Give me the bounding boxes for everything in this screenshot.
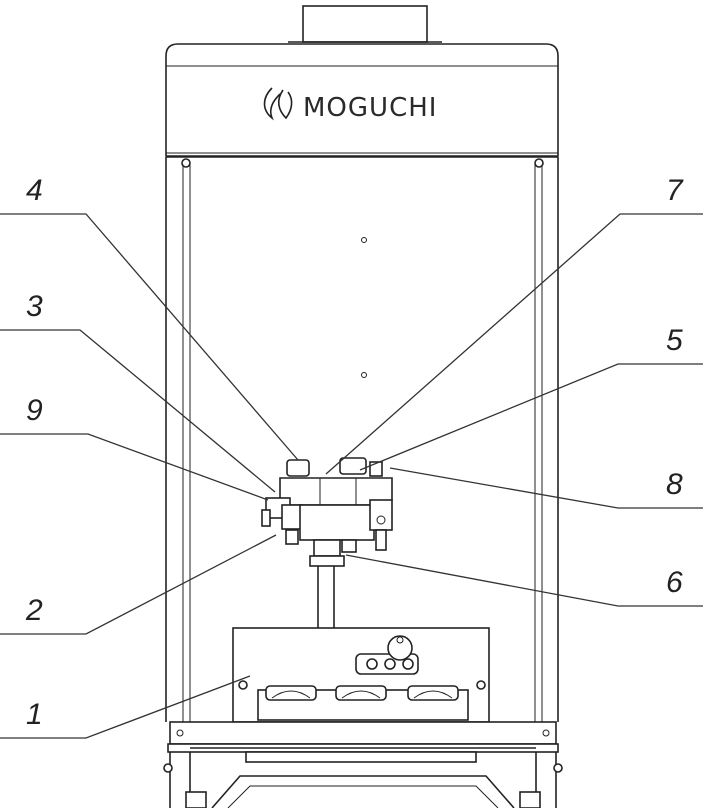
callout-9: 9 (26, 394, 43, 427)
callout-8: 8 (666, 468, 683, 501)
mounting-hole (361, 237, 367, 243)
leader-lines (0, 213, 703, 739)
leader-line-2 (0, 534, 277, 635)
flame-icon (263, 87, 293, 121)
callout-2: 2 (25, 594, 43, 627)
bolt-icon (181, 158, 191, 168)
callout-6: 6 (666, 566, 683, 599)
callout-3: 3 (26, 290, 43, 323)
side-columns (165, 157, 559, 722)
leader-line-9 (0, 433, 269, 501)
leader-line-7 (325, 213, 703, 475)
leader-line-3 (0, 329, 276, 493)
callout-numbers: 4 3 9 2 1 7 5 8 6 (25, 174, 684, 731)
leader-line-8 (389, 467, 703, 509)
leader-line-1 (0, 675, 251, 739)
callout-5: 5 (666, 324, 683, 357)
callout-7: 7 (666, 174, 684, 207)
leader-line-5 (359, 363, 703, 471)
brand-logo-text: MOGUCHI (303, 93, 437, 123)
bolt-icon (534, 158, 544, 168)
callout-1: 1 (26, 698, 43, 731)
top-cover (165, 43, 559, 158)
flue-pipe (288, 5, 442, 43)
mounting-hole (361, 372, 367, 378)
base-frame (163, 721, 563, 808)
leader-line-4 (0, 213, 299, 461)
callout-4: 4 (26, 174, 43, 207)
leader-line-6 (345, 554, 703, 607)
gas-valve-assembly (261, 457, 393, 567)
burner-panel (232, 627, 490, 723)
